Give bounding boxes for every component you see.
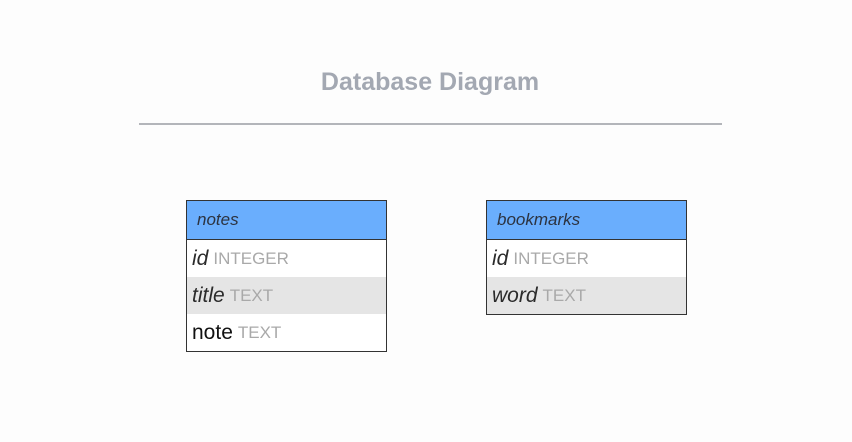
table-row[interactable]: id INTEGER: [187, 240, 386, 277]
table-header-notes[interactable]: notes: [187, 201, 386, 240]
column-name: note: [192, 320, 233, 344]
table-name: bookmarks: [497, 210, 581, 229]
table-bookmarks[interactable]: bookmarks id INTEGER word TEXT: [486, 200, 687, 315]
column-name: id: [192, 246, 209, 270]
column-type: INTEGER: [513, 248, 589, 268]
column-name: id: [492, 246, 509, 270]
table-row[interactable]: id INTEGER: [487, 240, 686, 277]
diagram-title: Database Diagram: [320, 68, 540, 96]
table-row[interactable]: title TEXT: [187, 277, 386, 314]
column-name: title: [192, 283, 225, 307]
table-name: notes: [197, 210, 239, 229]
table-header-bookmarks[interactable]: bookmarks: [487, 201, 686, 240]
table-row[interactable]: word TEXT: [487, 277, 686, 314]
column-type: TEXT: [237, 322, 282, 342]
table-notes[interactable]: notes id INTEGER title TEXT note TEXT: [186, 200, 387, 352]
title-divider: [139, 123, 722, 125]
column-type: TEXT: [542, 285, 586, 305]
column-type: TEXT: [229, 285, 274, 305]
column-name: word: [492, 283, 538, 307]
column-type: INTEGER: [213, 248, 289, 268]
table-row[interactable]: note TEXT: [187, 314, 386, 351]
